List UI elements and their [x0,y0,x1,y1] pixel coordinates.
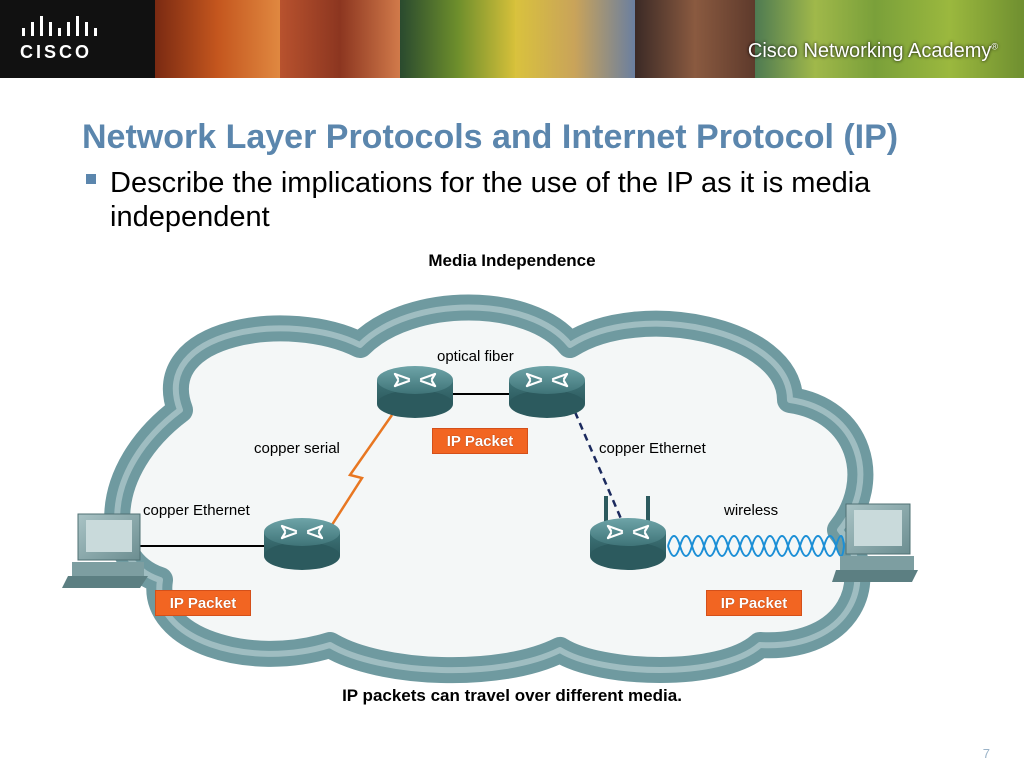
copper-ethernet-right-label: copper Ethernet [599,440,706,457]
banner-photo-5 [635,0,755,78]
academy-registered-mark: ® [991,41,998,52]
router-top-left [375,364,455,420]
copper-ethernet-left-label: copper Ethernet [143,502,250,519]
diagram-title: Media Independence [428,251,596,270]
diagram-canvas [62,294,918,684]
ip-packet-center: IP Packet [432,428,528,454]
page-number: 7 [982,746,990,761]
cisco-bridge-icon [22,16,97,36]
ip-packet-left: IP Packet [155,590,251,616]
left-computer-icon [62,513,148,588]
cisco-wordmark: CISCO [20,42,93,62]
copper-ethernet-dashed-link [573,411,627,529]
bullet-point: Describe the implications for the use of… [86,166,966,234]
banner-photo-2 [280,0,400,78]
bullet-square-icon [86,174,96,184]
router-top-right [507,364,587,420]
optical-fiber-label: optical fiber [437,348,514,365]
header-banner: CISCO Cisco Networking Academy® [0,0,1024,78]
network-cloud [104,294,874,684]
copper-serial-link [328,414,394,529]
wireless-router [588,496,668,572]
banner-photo-6 [755,0,875,78]
diagram-caption: IP packets can travel over different med… [342,686,682,705]
router-bottom-left [262,516,342,572]
right-computer-icon [832,503,918,582]
banner-photo-1 [155,0,280,78]
bullet-text: Describe the implications for the use of… [110,167,871,233]
academy-title: Cisco Networking Academy® [748,40,998,63]
media-independence-diagram: optical fiber copper serial copper Ether… [0,270,1024,690]
banner-photo-3 [400,0,515,78]
wireless-label: wireless [724,502,779,519]
cisco-logo: CISCO [18,14,108,64]
wireless-signal [667,535,845,557]
slide-title: Network Layer Protocols and Internet Pro… [82,118,899,156]
academy-title-text: Cisco Networking Academy [747,40,992,62]
banner-photo-7 [875,0,1024,78]
banner-photo-4 [515,0,635,78]
copper-serial-label: copper serial [254,440,340,457]
ip-packet-right: IP Packet [706,590,802,616]
